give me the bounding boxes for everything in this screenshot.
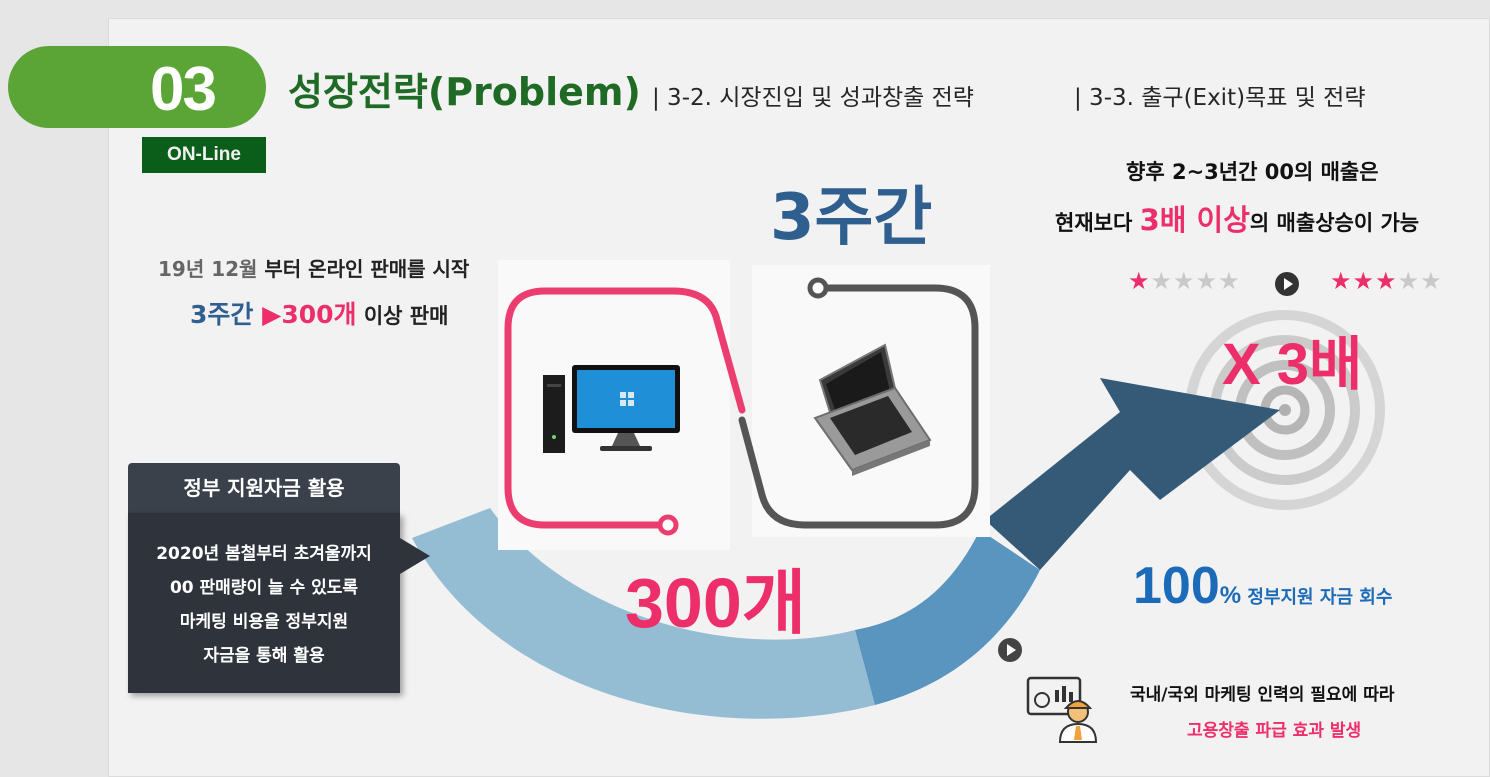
growth-multiplier: X 3배 (1222, 332, 1363, 397)
sales-period: 3주간 (190, 300, 254, 329)
gov-fund-line: 자금을 통해 활용 (203, 646, 325, 666)
rating-before-filled: ★ (1128, 267, 1151, 295)
forecast-pre: 현재보다 (1055, 211, 1140, 235)
gov-fund-line: 마케팅 비용을 정부지원 (179, 612, 349, 632)
forecast-emphasis: 3배 이상 (1139, 203, 1250, 237)
worker-presentation-icon (1026, 676, 1098, 743)
forecast-line2: 현재보다 3배 이상의 매출상승이 가능 (1055, 198, 1419, 245)
rating-before: ★★★★★ (1128, 266, 1241, 296)
gov-fund-title: 정부 지원자금 활용 (128, 463, 400, 513)
laptop-icon (813, 343, 932, 476)
fund-recovery: 100% 정부지원 자금 회수 (1133, 556, 1392, 628)
gov-fund-pointer (400, 538, 430, 574)
gov-fund-body: 2020년 봄철부터 초겨울까지 00 판매량이 늘 수 있도록 마케팅 비용을… (128, 513, 400, 693)
sales-result-text: 3주간 ▶300개 이상 판매 (190, 296, 448, 335)
rating-after-empty: ★★ (1397, 267, 1443, 295)
rating-after-filled: ★★★ (1330, 267, 1398, 295)
rating-before-empty: ★★★★ (1150, 267, 1241, 295)
duration-label: 3주간 (770, 181, 933, 255)
play-circle-icon (998, 638, 1022, 662)
fund-recovery-unit: % (1219, 582, 1242, 609)
section-tag: ON-Line (142, 137, 266, 173)
gov-fund-line: 00 판매량이 늘 수 있도록 (169, 578, 359, 598)
sales-start-text: 19년 12월 부터 온라인 판매를 시작 (158, 254, 469, 284)
forecast-post: 의 매출상승이 가능 (1249, 211, 1420, 235)
rating-after: ★★★★★ (1330, 266, 1443, 296)
subtitle-market-entry: | 3-2. 시장진입 및 성과창출 전략 (652, 85, 974, 111)
growth-arrow (412, 378, 1280, 719)
forecast-line1: 향후 2~3년간 00의 매출은 (1126, 160, 1379, 184)
sales-start-date: 19년 12월 (158, 257, 258, 281)
sales-result-rest: 이상 판매 (356, 304, 449, 328)
fund-recovery-text: 정부지원 자금 회수 (1241, 587, 1393, 608)
arrow-circle-icon (1275, 272, 1299, 296)
subtitle-exit-strategy: | 3-3. 출구(Exit)목표 및 전략 (1074, 85, 1366, 111)
page-title: 성장전략(Problem) (288, 70, 641, 114)
gov-fund-line: 2020년 봄철부터 초겨울까지 (156, 544, 372, 564)
desktop-computer-icon (543, 365, 680, 453)
sales-arrow: ▶ (262, 300, 282, 329)
fund-recovery-number: 100 (1133, 557, 1220, 615)
sales-count: 300개 (281, 300, 357, 329)
section-number: 03 (150, 55, 217, 124)
sales-start-rest: 부터 온라인 판매를 시작 (257, 257, 470, 281)
units-sold: 300개 (625, 564, 807, 642)
section-pill (8, 46, 266, 128)
employment-line1: 국내/국외 마케팅 인력의 필요에 따라 (1130, 685, 1395, 705)
employment-line2: 고용창출 파급 효과 발생 (1187, 721, 1362, 741)
